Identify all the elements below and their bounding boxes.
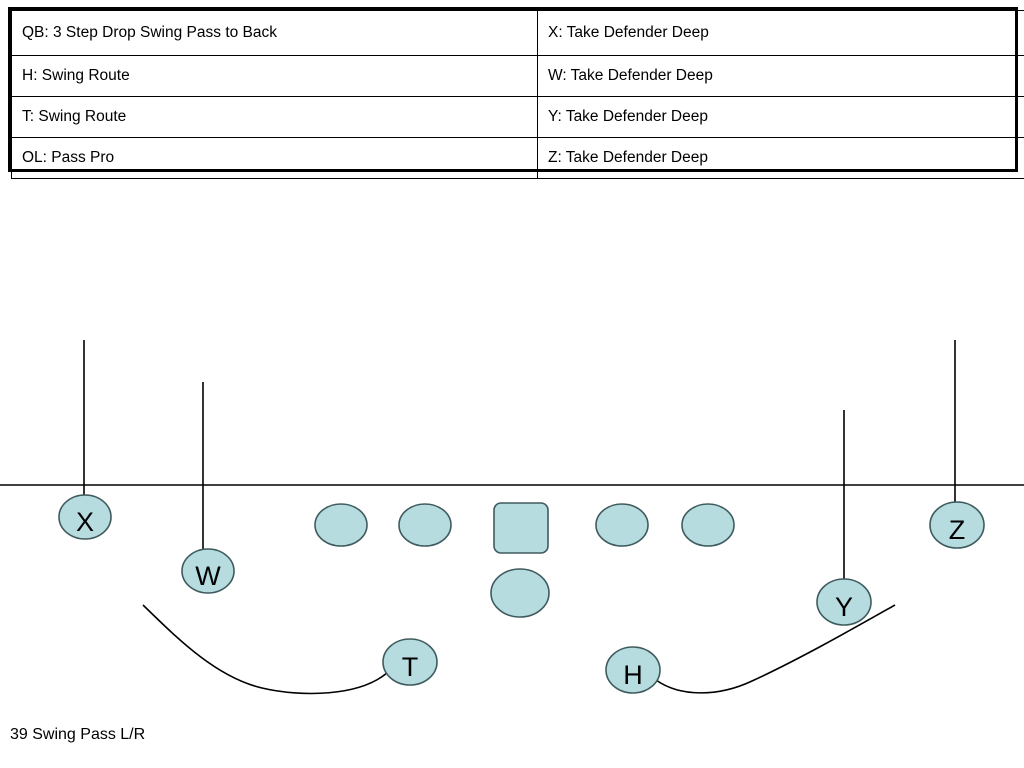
route-T	[142, 604, 389, 695]
player-label-y: Y	[835, 592, 853, 622]
player-t: T	[382, 638, 438, 686]
player-label-x: X	[76, 507, 94, 537]
player-z: Z	[929, 501, 985, 549]
player-label-z: Z	[949, 515, 966, 545]
player-w: W	[181, 548, 235, 594]
player-ol1	[314, 503, 368, 547]
player-label-w: W	[195, 561, 221, 591]
assignment-y: Y: Take Defender Deep	[537, 96, 1024, 138]
play-title: 39 Swing Pass L/R	[10, 726, 146, 743]
player-c	[493, 502, 549, 554]
route-lines	[83, 340, 956, 695]
player-ol2	[398, 503, 452, 547]
assignment-table-body: QB: 3 Step Drop Swing Pass to Back X: Ta…	[11, 10, 1024, 179]
assignment-table-grid: QB: 3 Step Drop Swing Pass to Back X: Ta…	[11, 10, 1024, 179]
assignment-h: H: Swing Route	[11, 55, 538, 97]
player-markers: X W T H Y Z	[58, 494, 985, 694]
player-h: H	[605, 646, 661, 694]
player-y: Y	[816, 578, 872, 626]
table-row: OL: Pass Pro Z: Take Defender Deep	[11, 137, 1024, 179]
assignment-ol: OL: Pass Pro	[11, 137, 538, 179]
assignment-t: T: Swing Route	[11, 96, 538, 138]
assignment-z: Z: Take Defender Deep	[537, 137, 1024, 179]
assignment-w: W: Take Defender Deep	[537, 55, 1024, 97]
table-row: H: Swing Route W: Take Defender Deep	[11, 55, 1024, 97]
assignment-x: X: Take Defender Deep	[537, 10, 1024, 56]
table-row: T: Swing Route Y: Take Defender Deep	[11, 96, 1024, 138]
route-H	[655, 604, 896, 694]
player-qb	[490, 568, 550, 618]
player-ol4	[595, 503, 649, 547]
assignment-table: QB: 3 Step Drop Swing Pass to Back X: Ta…	[8, 7, 1024, 179]
assignment-qb: QB: 3 Step Drop Swing Pass to Back	[11, 10, 538, 56]
player-label-h: H	[623, 660, 643, 690]
player-ol5	[681, 503, 735, 547]
table-row: QB: 3 Step Drop Swing Pass to Back X: Ta…	[11, 10, 1024, 56]
player-x: X	[58, 494, 112, 540]
player-label-t: T	[402, 652, 419, 682]
